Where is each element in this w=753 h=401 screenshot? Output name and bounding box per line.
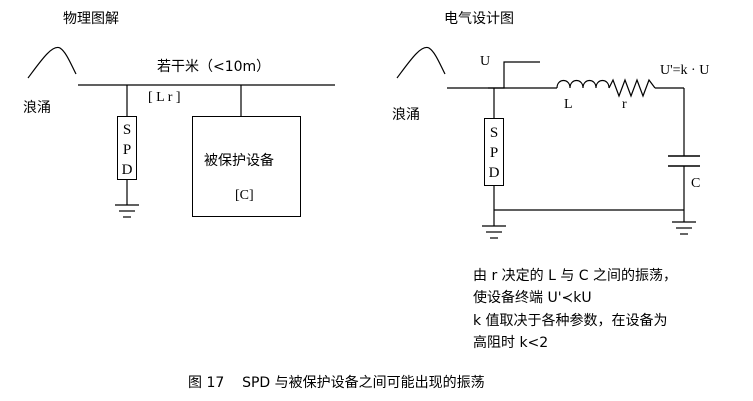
- spd-letter: D: [488, 165, 500, 181]
- capacitor-icon: [668, 155, 700, 167]
- u-prime-label: U'=k · U: [660, 63, 710, 78]
- right-surge-label: 浪涌: [392, 107, 420, 123]
- spd-letter: P: [122, 142, 132, 158]
- resistor-label: r: [622, 97, 627, 112]
- right-spd-box: S P D: [484, 118, 504, 186]
- spd-letter: D: [121, 162, 133, 178]
- spd-letter: S: [489, 125, 499, 141]
- distance-label: 若干米（<10m）: [157, 59, 271, 75]
- figure-caption: 图 17 SPD 与被保护设备之间可能出现的振荡: [188, 375, 485, 391]
- left-ground-icon: [115, 204, 139, 218]
- device-label: 被保护设备: [204, 153, 274, 169]
- explanation-line-4: 高阻时 k<2: [473, 335, 549, 351]
- explanation-line-1: 由 r 决定的 L 与 C 之间的振荡，: [473, 268, 678, 284]
- protected-device-box: 被保护设备 [C]: [192, 116, 301, 217]
- inductor-icon: [556, 79, 610, 89]
- step-pulse-icon: [488, 61, 540, 89]
- right-spd-ground-icon: [482, 225, 506, 239]
- explanation-line-3: k 值取决于各种参数，在设备为: [473, 313, 668, 329]
- left-panel-title: 物理图解: [63, 11, 119, 27]
- explanation-line-2: 使设备终端 U'≺kU: [473, 290, 592, 306]
- u-label: U: [480, 54, 491, 69]
- left-surge-wave-icon: [27, 46, 77, 79]
- left-surge-label: 浪涌: [23, 100, 51, 116]
- spd-letter: S: [122, 122, 132, 138]
- capacitor-label: C: [691, 176, 701, 191]
- right-panel-title: 电气设计图: [444, 11, 514, 27]
- spd-letter: P: [489, 145, 499, 161]
- resistor-icon: [608, 78, 656, 98]
- line-param-label: [ L r ]: [148, 90, 181, 105]
- inductor-label: L: [564, 97, 573, 112]
- right-surge-wave-icon: [396, 46, 446, 79]
- left-spd-box: S P D: [117, 116, 137, 180]
- right-cap-ground-icon: [672, 221, 696, 235]
- device-param: [C]: [235, 188, 254, 203]
